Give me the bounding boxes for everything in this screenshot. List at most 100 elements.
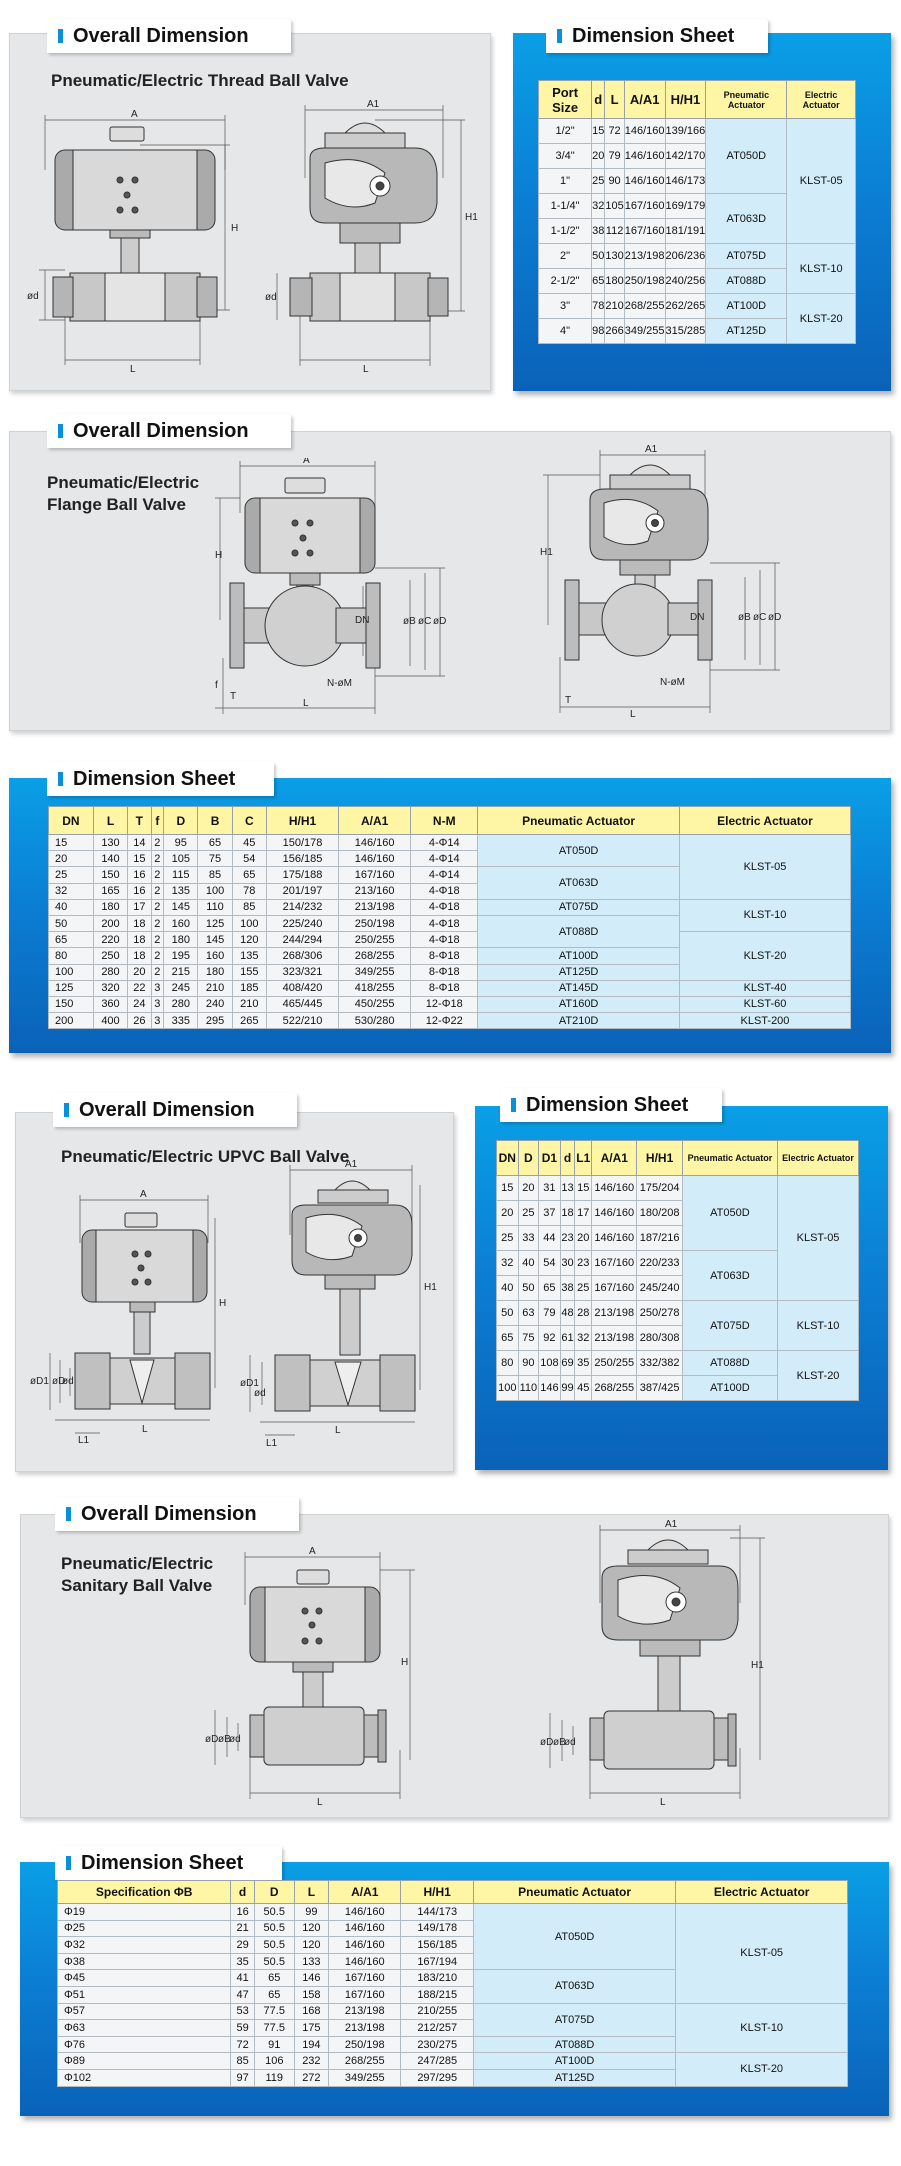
dim-l-label: L: [130, 364, 136, 375]
dim-big-d-label: øD: [540, 1737, 553, 1748]
dim-a1-label: A1: [367, 99, 380, 110]
flange-dimension-table: DN L T f D B C H/H1 A/A1 N-M Pneumatic A…: [48, 806, 852, 1030]
dim-small-d-label: ød: [229, 1734, 241, 1745]
dim-nm-label: N-øM: [327, 678, 352, 689]
dim-a-label: A: [140, 1189, 147, 1200]
dim-big-d-label: øD: [205, 1734, 218, 1745]
dim-a-label: A: [131, 109, 138, 120]
dim-a1-label: A1: [665, 1519, 678, 1530]
sanitary-overall-dimension-tab: Overall Dimension: [55, 1497, 299, 1531]
header-c: C: [231, 806, 267, 835]
header-l: L: [92, 806, 129, 835]
flange-electric-drawing: A1 H1 L T DN øB øC øD N-øM: [540, 445, 785, 720]
header-t: T: [127, 806, 152, 835]
header-l1: L1: [574, 1140, 593, 1176]
dim-h-label: H: [401, 1657, 408, 1668]
thread-electric-drawing: A1 H1 L ød: [265, 98, 480, 375]
dim-h1-label: H1: [465, 212, 478, 223]
dim-b-label: øB: [403, 616, 416, 627]
dim-l-label: L: [142, 1424, 148, 1435]
header-pneumatic-actuator: Pneumatic Actuator: [472, 1880, 677, 1904]
dim-h1-label: H1: [424, 1282, 437, 1293]
dim-b-label: øB: [553, 1737, 566, 1748]
upvc-electric-drawing: A1 H1 L L1 øD1 ød: [240, 1160, 445, 1458]
flange-dimension-sheet-tab: Dimension Sheet: [47, 762, 274, 796]
dim-a-label: A: [309, 1546, 316, 1557]
header-a-a1: A/A1: [591, 1140, 638, 1176]
dim-c-label: øC: [418, 616, 431, 627]
dim-l-label: L: [317, 1797, 323, 1808]
dim-l-label: L: [335, 1425, 341, 1436]
header-a-a1: A/A1: [623, 80, 666, 119]
header-pneumatic-actuator: Pneumatic Actuator: [705, 80, 788, 119]
header-small-d: d: [230, 1880, 255, 1904]
header-d: d: [591, 80, 606, 119]
header-d: D: [163, 806, 199, 835]
dim-d-label: ød: [27, 291, 39, 302]
upvc-dimension-sheet-tab: Dimension Sheet: [500, 1088, 722, 1122]
dim-l1-label: L1: [266, 1438, 278, 1449]
dim-d-label: ød: [265, 292, 277, 303]
thread-dimension-sheet-tab: Dimension Sheet: [546, 19, 768, 53]
header-n-m: N-M: [410, 806, 479, 835]
header-pneumatic-actuator: Pneumatic Actuator: [477, 806, 680, 835]
thread-dimension-table: Port Size d L A/A1 H/H1 Pneumatic Actuat…: [537, 80, 856, 344]
thread-overall-dimension-tab: Overall Dimension: [47, 19, 291, 53]
dim-big-d-label: øD: [52, 1376, 65, 1387]
dim-h-label: H: [215, 550, 222, 561]
dim-small-d-label: ød: [62, 1376, 74, 1387]
upvc-dimension-table: DN D D1 d L1 A/A1 H/H1 Pneumatic Actuato…: [496, 1140, 859, 1401]
dim-h1-label: H1: [751, 1660, 764, 1671]
dim-nm-label: N-øM: [660, 677, 685, 688]
dim-b-label: øB: [738, 612, 751, 623]
dim-f-label: f: [215, 680, 218, 691]
dim-l-label: L: [630, 709, 636, 720]
dim-l1-label: L1: [78, 1435, 90, 1446]
header-h-h1: H/H1: [265, 806, 340, 835]
sanitary-dimension-table: Specification ΦB d D L A/A1 H/H1 Pneumat…: [56, 1880, 848, 2087]
dim-a1-label: A1: [345, 1160, 358, 1170]
header-h-h1: H/H1: [636, 1140, 683, 1176]
thread-valve-title: Pneumatic/Electric Thread Ball Valve: [51, 71, 349, 90]
dim-a-label: A: [303, 458, 310, 466]
dim-t-label: T: [230, 691, 236, 702]
header-dn: DN: [48, 806, 94, 835]
sanitary-drawing-panel: [20, 1514, 889, 1818]
dim-h1-label: H1: [540, 547, 553, 558]
header-l: L: [293, 1880, 330, 1904]
header-dn: DN: [496, 1140, 519, 1176]
upvc-valve-title: Pneumatic/Electric UPVC Ball Valve: [61, 1147, 350, 1166]
dim-l-label: L: [363, 364, 369, 375]
upvc-overall-dimension-tab: Overall Dimension: [53, 1093, 297, 1127]
dim-dn-label: DN: [690, 612, 704, 623]
sanitary-pneumatic-drawing: A H L øD øB ød: [205, 1545, 420, 1810]
dim-dn-label: DN: [355, 615, 369, 626]
header-h-h1: H/H1: [664, 80, 707, 119]
dim-a1-label: A1: [645, 445, 658, 455]
dim-d1-label: øD1: [30, 1376, 49, 1387]
header-electric-actuator: Electric Actuator: [675, 1880, 848, 1904]
upvc-pneumatic-drawing: A H L L1 øD1 øD ød: [30, 1188, 230, 1458]
